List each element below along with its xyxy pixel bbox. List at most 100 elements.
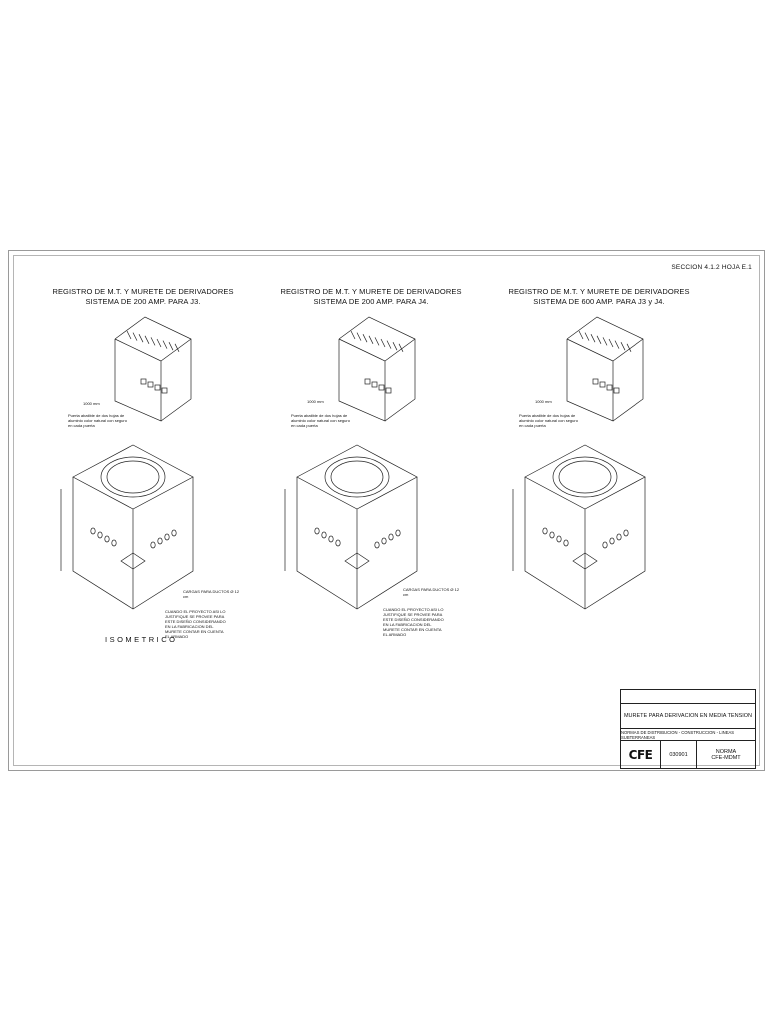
duct-callout: CARGAS PARA DUCTOS Ø 12 cm	[183, 589, 240, 599]
duct-opening	[321, 531, 327, 539]
duct-opening	[602, 541, 608, 549]
connector-block	[378, 384, 385, 391]
roof-hatch-line	[350, 330, 356, 340]
duct-opening	[150, 541, 156, 549]
norma-cell: NORMA CFE-MDMT	[697, 741, 755, 768]
door-note: Puerta abatible de dos hojas de aluminio…	[68, 413, 127, 428]
roof-hatch-line	[392, 342, 398, 351]
roof-hatch-line	[144, 335, 150, 344]
connector-block	[140, 378, 147, 385]
title-block-bottom-row: CFE 030901 NORMA CFE-MDMT	[621, 741, 755, 768]
roof-hatch-line	[608, 338, 614, 348]
connector-block	[147, 381, 154, 388]
murete-top-edge	[384, 338, 416, 362]
panel-j3: REGISTRO DE M.T. Y MURETE DE DERIVADORES…	[43, 287, 243, 657]
roof-hatch-line	[368, 335, 374, 344]
dimension-label: 1000 mm	[83, 401, 100, 406]
manhole-frame	[324, 456, 390, 498]
duct-opening	[97, 531, 103, 539]
cover-note: CUANDO EL PROYECTO ASI LO JUSTIFIQUE SE …	[165, 609, 226, 639]
murete-outline	[338, 316, 416, 422]
murete-outline	[114, 316, 192, 422]
duct-opening	[111, 539, 117, 547]
roof-hatch-line	[168, 342, 174, 351]
drawing-subtitle: NORMAS DE DISTRIBUCION - CONSTRUCCION - …	[621, 729, 755, 741]
panel-title-line1: REGISTRO DE M.T. Y MURETE DE DERIVADORES	[52, 287, 234, 296]
duct-opening	[381, 537, 387, 545]
roof-hatch-line	[584, 332, 590, 341]
door-note: Puerta abatible de dos hojas de aluminio…	[291, 413, 350, 428]
manhole-frame	[100, 456, 166, 498]
murete-front-face	[114, 338, 162, 422]
duct-opening	[104, 535, 110, 543]
duct-opening	[164, 533, 170, 541]
isometric-drawing-j3-j4	[512, 316, 646, 610]
panel-title-line1: REGISTRO DE M.T. Y MURETE DE DERIVADORES	[280, 287, 462, 296]
duct-opening	[314, 527, 320, 535]
connector-block	[371, 381, 378, 388]
isometric-label: ISOMETRICO	[105, 635, 178, 644]
connector-block	[154, 384, 161, 391]
isometric-drawing-j4	[284, 316, 418, 610]
panel-title: REGISTRO DE M.T. Y MURETE DE DERIVADORES…	[499, 287, 699, 307]
roof-hatch-line	[380, 338, 386, 348]
norma-label: NORMA	[715, 748, 737, 755]
roof-hatch-line	[374, 337, 380, 346]
connector-block	[161, 387, 168, 394]
connector-block	[364, 378, 371, 385]
connector-block	[613, 387, 620, 394]
drawing-sheet: SECCION 4.1.2 HOJA E.1 REGISTRO DE M.T. …	[8, 250, 765, 771]
sump-pit	[120, 552, 146, 570]
sump-pit	[344, 552, 370, 570]
duct-opening	[171, 529, 177, 537]
manhole-frame	[552, 456, 618, 498]
manhole-opening	[558, 460, 612, 494]
cfe-logo: CFE	[628, 747, 653, 762]
panel-title-line2: SISTEMA DE 600 AMP. PARA J3 y J4.	[533, 297, 665, 306]
drawing-code: 030901	[669, 751, 688, 758]
murete-front-face	[566, 338, 614, 422]
manhole-opening	[330, 460, 384, 494]
duct-opening	[335, 539, 341, 547]
drawing-title: MURETE PARA DERIVACION EN MEDIA TENSION	[621, 704, 755, 729]
duct-opening	[563, 539, 569, 547]
connector-block	[606, 384, 613, 391]
roof-hatch-line	[356, 332, 362, 341]
roof-hatch-line	[156, 338, 162, 348]
duct-opening	[328, 535, 334, 543]
duct-opening	[374, 541, 380, 549]
manhole-opening	[106, 460, 160, 494]
roof-hatch-line	[162, 340, 168, 349]
roof-hatch-line	[590, 334, 596, 343]
code-cell: 030901	[661, 741, 697, 768]
roof-hatch-line	[132, 332, 138, 341]
panel-title: REGISTRO DE M.T. Y MURETE DE DERIVADORES…	[271, 287, 471, 307]
roof-hatch-line	[614, 340, 620, 349]
sump-pit	[572, 552, 598, 570]
connector-block	[592, 378, 599, 385]
logo-cell: CFE	[621, 741, 661, 768]
duct-opening	[542, 527, 548, 535]
duct-opening	[157, 537, 163, 545]
roof-hatch-line	[602, 337, 608, 346]
panel-title-line1: REGISTRO DE M.T. Y MURETE DE DERIVADORES	[508, 287, 690, 296]
roof-hatch-line	[150, 337, 156, 346]
connector-block	[385, 387, 392, 394]
panel-title-line2: SISTEMA DE 200 AMP. PARA J3.	[85, 297, 201, 306]
roof-hatch-line	[174, 343, 180, 352]
dimension-label: 1000 mm	[307, 399, 324, 404]
roof-hatch-line	[620, 342, 626, 351]
roof-hatch-line	[126, 330, 132, 340]
duct-opening	[609, 537, 615, 545]
section-label: SECCION 4.1.2 HOJA E.1	[671, 264, 752, 271]
panel-title: REGISTRO DE M.T. Y MURETE DE DERIVADORES…	[43, 287, 243, 307]
isometric-drawing-j3	[60, 316, 194, 610]
registro-top-face	[296, 444, 418, 510]
duct-opening	[395, 529, 401, 537]
norma-code: CFE-MDMT	[711, 754, 741, 761]
roof-hatch-line	[578, 330, 584, 340]
roof-hatch-line	[398, 343, 404, 352]
duct-opening	[549, 531, 555, 539]
cover-note: CUANDO EL PROYECTO ASI LO JUSTIFIQUE SE …	[383, 607, 444, 637]
panel-j4: REGISTRO DE M.T. Y MURETE DE DERIVADORES…	[271, 287, 471, 657]
